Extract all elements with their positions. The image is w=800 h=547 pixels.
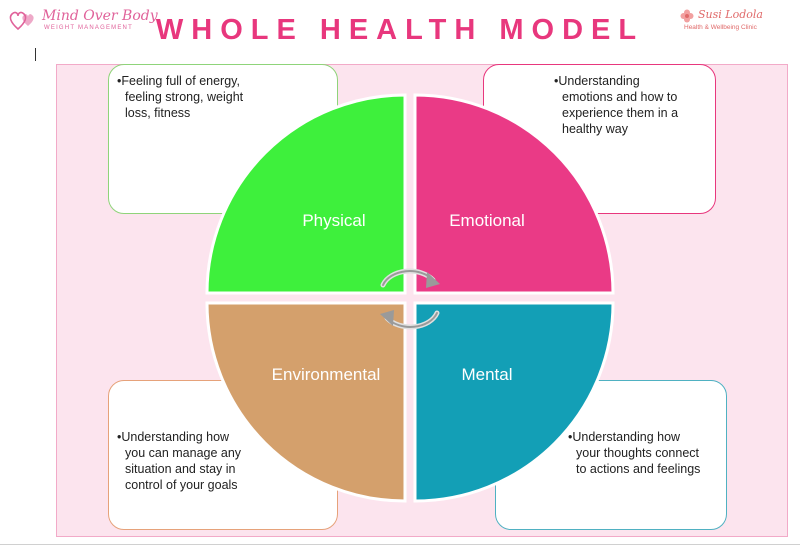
note-emotional-line: •Understanding (554, 74, 640, 88)
logo-left-tagline: WEIGHT MANAGEMENT (44, 25, 133, 31)
logo-susi-lodola: Susi Lodola Health & Wellbeing Clinic (680, 8, 795, 34)
quadrant-label-mental: Mental (461, 365, 512, 384)
quadrant-physical (205, 93, 407, 295)
note-environmental-line: control of your goals (125, 478, 238, 492)
note-mental-line: •Understanding how (568, 430, 681, 444)
quadrant-label-emotional: Emotional (449, 211, 525, 230)
bottom-divider (0, 544, 800, 545)
note-environmental-line: situation and stay in (125, 462, 236, 476)
quadrant-environmental (205, 301, 407, 503)
note-emotional-line: experience them in a (562, 106, 679, 120)
note-mental-line: to actions and feelings (576, 462, 701, 476)
note-mental-line: your thoughts connect (576, 446, 699, 460)
quadrant-label-environmental: Environmental (272, 365, 381, 384)
logo-right-name: Susi Lodola (698, 8, 763, 21)
quadrant-label-physical: Physical (302, 211, 365, 230)
hearts-icon (9, 11, 34, 31)
note-physical-line: loss, fitness (125, 106, 191, 120)
logo-left-name: Mind Over Body (42, 8, 158, 24)
quadrant-mental (413, 301, 615, 503)
cycle-arrows-icon (380, 268, 440, 330)
logo-right-tagline: Health & Wellbeing Clinic (684, 24, 757, 31)
flower-icon (680, 9, 694, 23)
logo-mind-over-body: Mind Over Body WEIGHT MANAGEMENT (8, 6, 158, 36)
note-emotional-line: emotions and how to (562, 90, 678, 104)
quadrant-emotional (413, 93, 615, 295)
note-environmental-line: you can manage any (125, 446, 242, 460)
page-title: WHOLE HEALTH MODEL (155, 14, 645, 46)
note-environmental-line: •Understanding how (117, 430, 230, 444)
text-cursor (35, 48, 36, 61)
note-emotional-line: healthy way (562, 122, 629, 136)
note-physical-line: •Feeling full of energy, (117, 74, 240, 88)
note-physical-line: feeling strong, weight (125, 90, 244, 104)
